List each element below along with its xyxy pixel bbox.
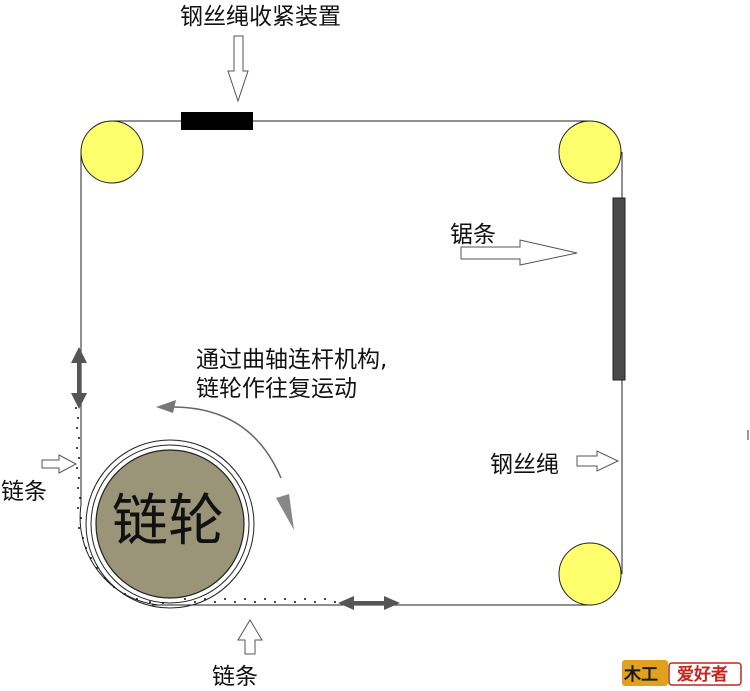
label-mechanism-line1: 通过曲轴连杆机构, — [196, 347, 387, 373]
vertical-double-arrow — [71, 347, 87, 409]
label-chain-bottom: 链条 — [212, 664, 258, 690]
label-saw-blade: 锯条 — [450, 222, 496, 248]
saw-blade — [612, 197, 626, 381]
logo-mark: 木工 — [623, 664, 658, 685]
label-wire-rope: 钢丝绳 — [490, 452, 559, 478]
pointer-arrow-rope — [576, 450, 620, 472]
label-sprocket: 链轮 — [112, 489, 224, 554]
pointer-arrow-blade — [460, 239, 578, 266]
pointer-arrow-tensioner — [227, 35, 249, 103]
label-chain-left: 链条 — [1, 479, 47, 505]
watermark-logo: 木工 爱好者 — [622, 660, 742, 686]
chain-dots — [75, 407, 336, 604]
pulley-top-left — [80, 120, 144, 184]
pulley-bottom-right — [558, 542, 622, 606]
pointer-arrow-chain-left — [41, 454, 78, 474]
pulley-top-right — [558, 120, 622, 184]
horizontal-double-arrow — [338, 596, 400, 610]
label-tensioner: 钢丝绳收紧装置 — [180, 4, 341, 30]
label-mechanism-line2: 链轮作往复运动 — [196, 376, 357, 402]
rotation-arrow — [156, 400, 294, 530]
pointer-arrow-chain-bottom — [237, 619, 263, 655]
tensioner-block — [181, 112, 253, 130]
logo-text: 爱好者 — [677, 664, 728, 685]
sprocket — [85, 439, 255, 609]
